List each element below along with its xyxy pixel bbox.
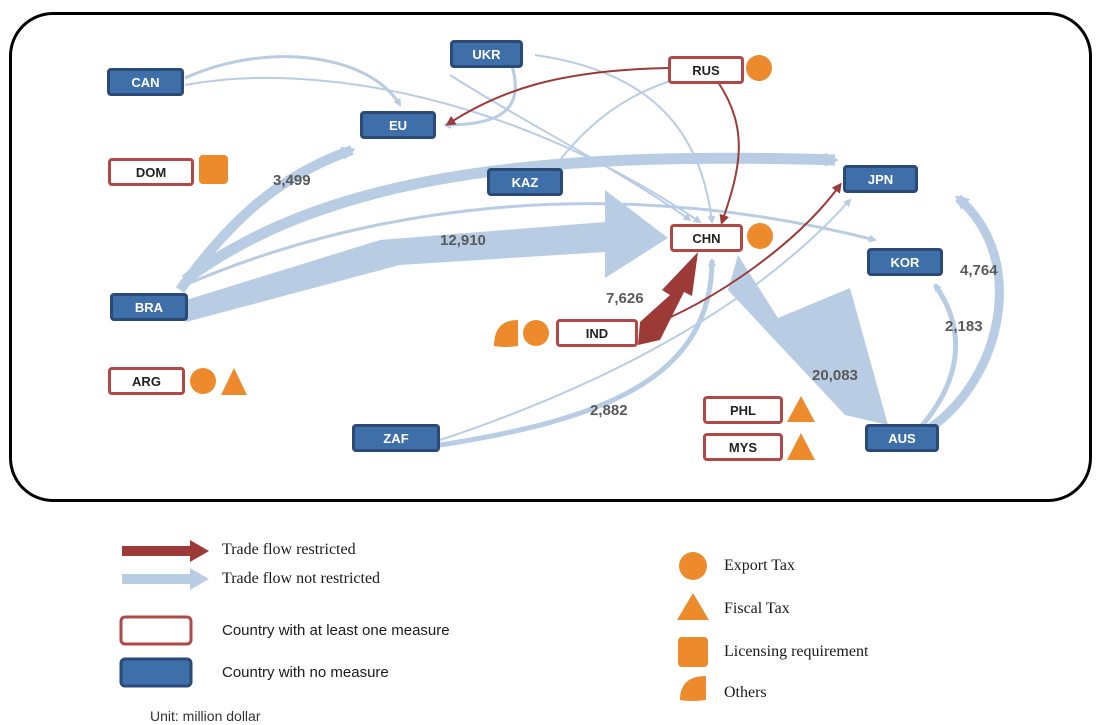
legend-restricted-arrow bbox=[122, 540, 209, 562]
flow-label-zaf-chn: 2,882 bbox=[590, 402, 628, 419]
flow-zaf-chn bbox=[439, 258, 716, 448]
legend-not-restricted-label: Trade flow not restricted bbox=[222, 570, 381, 587]
diagram-frame bbox=[9, 12, 1092, 502]
unit-note: Unit: million dollar bbox=[150, 708, 261, 724]
flow-rus-chn bbox=[717, 81, 740, 225]
rus-export-tax-icon bbox=[746, 55, 772, 81]
arg-export-tax-icon bbox=[190, 368, 216, 394]
flow-label-bra-chn: 12,910 bbox=[440, 232, 486, 249]
flow-kaz-chn bbox=[449, 74, 692, 222]
flow-aus-chn bbox=[728, 255, 888, 425]
legend-not-restricted-arrow bbox=[122, 568, 209, 590]
flow-ukr-eu bbox=[443, 65, 517, 129]
legend-no-measure-label: Country with no measure bbox=[222, 664, 389, 681]
country-can: CAN bbox=[107, 68, 184, 96]
country-chn: CHN bbox=[670, 224, 743, 252]
country-aus: AUS bbox=[865, 424, 939, 452]
flow-bra-kor bbox=[184, 202, 877, 287]
country-kor: KOR bbox=[867, 248, 943, 276]
country-mys: MYS bbox=[703, 433, 783, 461]
flow-bra-jpn bbox=[181, 152, 839, 285]
country-arg: ARG bbox=[108, 367, 185, 395]
legend-export-tax-icon bbox=[679, 552, 707, 580]
legend-others-icon bbox=[680, 676, 706, 701]
dom-licensing-icon bbox=[199, 155, 228, 184]
country-phl: PHL bbox=[703, 396, 783, 424]
flow-label-aus-jpn: 4,764 bbox=[960, 262, 998, 279]
flow-zaf-jpn bbox=[439, 198, 852, 441]
country-jpn: JPN bbox=[843, 165, 918, 193]
flow-label-ind-chn: 7,626 bbox=[606, 290, 644, 307]
legend-fiscal-tax-label: Fiscal Tax bbox=[724, 600, 790, 617]
legend-no-measure-box bbox=[119, 657, 193, 688]
flow-label-bra-eu: 3,499 bbox=[273, 172, 311, 189]
country-ukr: UKR bbox=[450, 40, 523, 68]
legend-licensing-label: Licensing requirement bbox=[724, 643, 869, 660]
flow-rus-eu bbox=[445, 67, 669, 126]
legend-measure-box bbox=[119, 615, 193, 646]
legend-restricted-label: Trade flow restricted bbox=[222, 541, 356, 558]
legend-licensing-icon bbox=[678, 637, 708, 667]
country-bra: BRA bbox=[110, 293, 188, 321]
legend-export-tax-label: Export Tax bbox=[724, 557, 796, 574]
chn-export-tax-icon bbox=[747, 223, 773, 249]
flow-ind-chn bbox=[638, 252, 698, 345]
country-kaz: KAZ bbox=[487, 168, 563, 196]
legend-others-label: Others bbox=[724, 684, 767, 701]
phl-fiscal-tax-icon bbox=[787, 396, 815, 422]
flow-aus-jpn bbox=[927, 194, 1004, 432]
flow-bra-chn bbox=[186, 190, 668, 322]
country-ind: IND bbox=[556, 319, 638, 347]
flow-aus-kor bbox=[918, 283, 959, 430]
flow-can-chn bbox=[184, 76, 702, 224]
flow-label-aus-kor: 2,183 bbox=[945, 318, 983, 335]
country-dom: DOM bbox=[108, 158, 194, 186]
country-rus: RUS bbox=[668, 56, 744, 84]
legend-fiscal-tax-icon bbox=[677, 593, 709, 620]
flow-label-aus-chn: 20,083 bbox=[812, 367, 858, 384]
ind-others-icon bbox=[494, 320, 518, 347]
country-eu: EU bbox=[360, 111, 436, 139]
flow-can-eu bbox=[184, 55, 402, 107]
arg-fiscal-tax-icon bbox=[221, 368, 247, 395]
mys-fiscal-tax-icon bbox=[787, 433, 815, 460]
legend-measure-label: Country with at least one measure bbox=[222, 622, 450, 639]
ind-export-tax-icon bbox=[523, 320, 549, 346]
country-zaf: ZAF bbox=[352, 424, 440, 452]
flow-ukr-chn bbox=[534, 54, 716, 224]
